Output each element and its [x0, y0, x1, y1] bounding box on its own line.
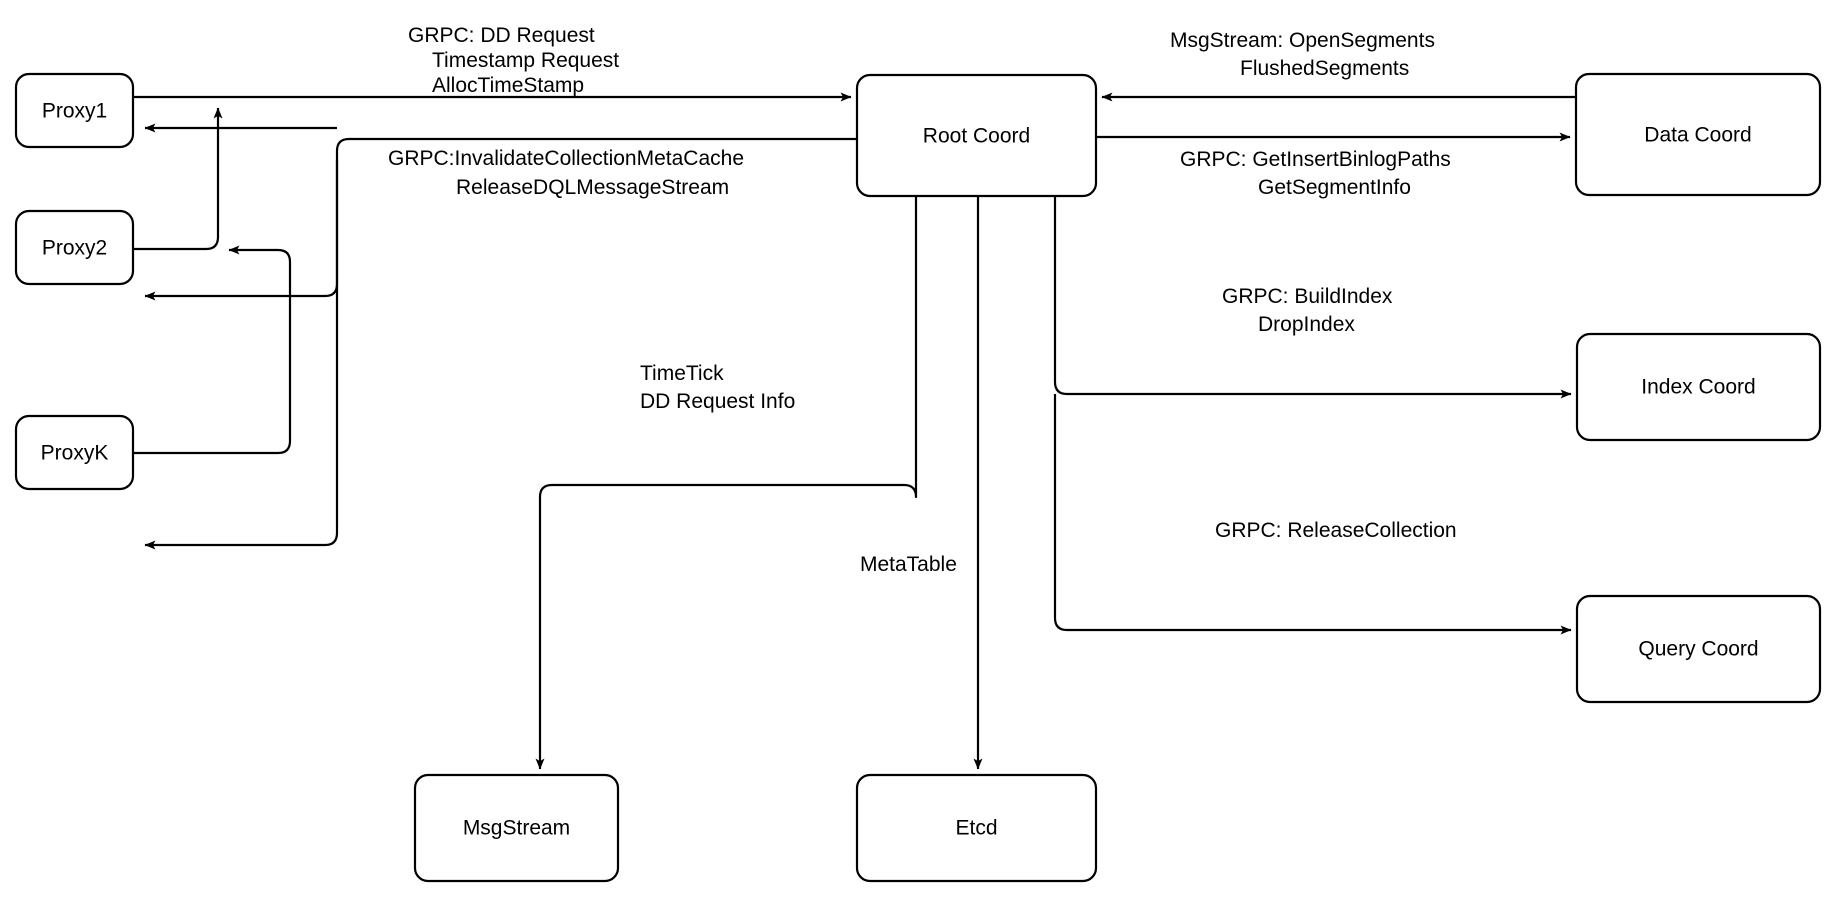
- node-label-proxy2: Proxy2: [42, 237, 107, 260]
- node-label-root-coord: Root Coord: [923, 125, 1030, 148]
- node-label-index-coord: Index Coord: [1641, 376, 1755, 399]
- edge-rootcoord-to-querycoord: [1053, 394, 1572, 635]
- node-proxy1[interactable]: Proxy1: [14, 72, 135, 149]
- edge-label-line: GRPC:InvalidateCollectionMetaCache: [388, 147, 744, 170]
- edge-label-line: FlushedSegments: [1240, 57, 1409, 80]
- edge-proxy-to-rootcoord: [133, 92, 852, 455]
- edge-label-line: GRPC: ReleaseCollection: [1215, 519, 1457, 542]
- edge-label-line: GetSegmentInfo: [1258, 176, 1411, 199]
- node-msgstream[interactable]: MsgStream: [413, 773, 620, 883]
- edge-label-line: GRPC: DD Request: [408, 24, 595, 47]
- edge-label-line: ReleaseDQLMessageStream: [456, 176, 729, 199]
- node-label-proxy1: Proxy1: [42, 100, 107, 123]
- node-index-coord[interactable]: Index Coord: [1575, 332, 1822, 442]
- node-label-etcd: Etcd: [955, 817, 997, 840]
- edge-label-rootcoord-to-etcd: MetaTable: [860, 553, 957, 576]
- node-etcd[interactable]: Etcd: [855, 773, 1098, 883]
- edge-rootcoord-to-msgstream: [535, 196, 918, 770]
- edge-label-line: MetaTable: [860, 553, 957, 576]
- edge-label-datacoord-to-rootcoord: MsgStream: OpenSegments FlushedSegments: [1170, 29, 1441, 80]
- edge-label-rootcoord-to-proxies: GRPC:InvalidateCollectionMetaCache Relea…: [388, 147, 750, 199]
- edge-label-line: AllocTimeStamp: [432, 74, 584, 97]
- edge-label-line: DD Request Info: [640, 390, 795, 413]
- edge-label-proxy-to-rootcoord: GRPC: DD Request Timestamp Request Alloc…: [408, 24, 625, 97]
- edge-label-line: DropIndex: [1258, 313, 1355, 336]
- edge-label-line: GRPC: GetInsertBinlogPaths: [1180, 148, 1451, 171]
- edge-label-rootcoord-to-indexcoord: GRPC: BuildIndex DropIndex: [1222, 285, 1398, 336]
- edge-rootcoord-to-indexcoord: [1053, 196, 1572, 399]
- node-proxy2[interactable]: Proxy2: [14, 209, 135, 286]
- node-label-proxyk: ProxyK: [41, 442, 109, 465]
- edge-label-line: Timestamp Request: [432, 49, 619, 72]
- node-label-msgstream: MsgStream: [463, 817, 570, 840]
- node-proxyk[interactable]: ProxyK: [14, 414, 135, 491]
- edge-label-rootcoord-to-datacoord: GRPC: GetInsertBinlogPaths GetSegmentInf…: [1180, 148, 1457, 199]
- node-root-coord[interactable]: Root Coord: [855, 73, 1098, 198]
- edge-label-line: MsgStream: OpenSegments: [1170, 29, 1435, 52]
- node-label-data-coord: Data Coord: [1644, 124, 1751, 147]
- edge-rootcoord-to-proxies: [144, 123, 857, 550]
- edge-label-rootcoord-to-msgstream: TimeTick DD Request Info: [640, 362, 795, 413]
- edge-label-line: TimeTick: [640, 362, 724, 385]
- node-data-coord[interactable]: Data Coord: [1574, 72, 1822, 197]
- node-query-coord[interactable]: Query Coord: [1575, 594, 1822, 704]
- edge-label-line: GRPC: BuildIndex: [1222, 285, 1393, 308]
- node-label-query-coord: Query Coord: [1638, 638, 1758, 661]
- edge-label-rootcoord-to-querycoord: GRPC: ReleaseCollection: [1215, 519, 1457, 542]
